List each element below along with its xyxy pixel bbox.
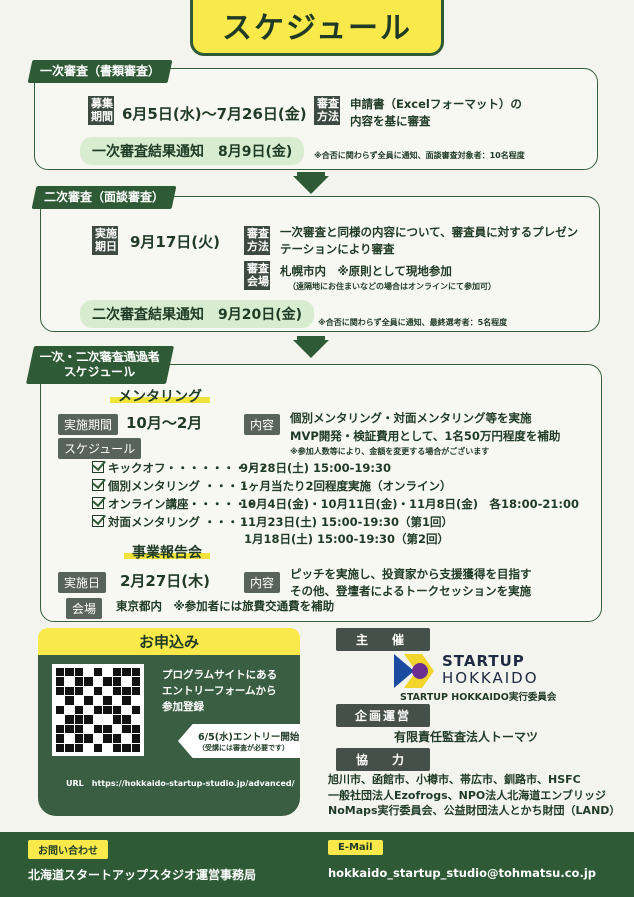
report-content-label: 内容 bbox=[244, 572, 281, 593]
stage1-method-line1: 申請書（Excelフォーマット）の bbox=[350, 97, 522, 111]
report-content-line2: その他、登壇者によるトークセッションを実施 bbox=[290, 584, 532, 598]
stage1-period: 6月5日(水)〜7月26日(金) bbox=[122, 105, 307, 123]
schedule-item-in-person: 対面メンタリング ・・・・ bbox=[92, 514, 250, 530]
coop-list: 旭川市、函館市、小樽市、帯広市、釧路市、HSFC 一般社団法人Ezofrogs、… bbox=[328, 773, 621, 818]
schedule-item-in-person-detail-2: 1月18日(土) 15:00-19:30（第2回） bbox=[244, 532, 450, 546]
schedule-item-individual-detail: 1ヶ月当たり2回程度実施（オンライン） bbox=[240, 479, 452, 493]
apply-heading: お申込み bbox=[38, 628, 300, 655]
arrow-down-icon bbox=[293, 176, 329, 194]
checkbox-icon bbox=[92, 479, 104, 491]
checkbox-icon bbox=[92, 461, 104, 473]
checkbox-icon bbox=[92, 515, 104, 527]
schedule-item-in-person-detail: 11月23日(土) 15:00-19:30（第1回） bbox=[240, 515, 454, 529]
email-link[interactable]: hokkaido_startup_studio@tohmatsu.co.jp bbox=[328, 866, 596, 880]
stage2-result: 二次審査結果通知 9月20日(金) bbox=[80, 300, 315, 328]
contact-label: お問い合わせ bbox=[28, 840, 108, 859]
mentoring-content-line1: 個別メンタリング・対面メンタリング等を実施 bbox=[290, 411, 532, 425]
report-content-line1: ピッチを実施し、投資家から支援獲得を目指す bbox=[290, 567, 532, 581]
report-heading: 事業報告会 bbox=[124, 542, 210, 562]
stage2-method-line1: 一次審査と同様の内容について、審査員に対するプレゼン bbox=[280, 225, 579, 239]
stage2-venue-note: （遠隔地にお住まいなどの場合はオンラインにて参加可） bbox=[288, 282, 496, 291]
schedule-item-kickoff-detail: 9月28日(土) 15:00-19:30 bbox=[240, 461, 392, 475]
stage1-note: ※合否に関わらず全員に通知、面談審査対象者：10名程度 bbox=[314, 151, 525, 160]
contact-name: 北海道スタートアップスタジオ運営事務局 bbox=[28, 868, 257, 882]
apply-url[interactable]: URL https://hokkaido-startup-studio.jp/a… bbox=[66, 779, 295, 788]
mentoring-content-label: 内容 bbox=[244, 414, 281, 435]
ops-label: 企画運営 bbox=[336, 704, 430, 727]
footer: お問い合わせ 北海道スタートアップスタジオ運営事務局 E-Mail hokkai… bbox=[0, 832, 634, 897]
stage2-method-label: 審査 方法 bbox=[244, 226, 270, 256]
arrow-down-icon bbox=[293, 340, 329, 358]
stage2-venue-label: 審査 会場 bbox=[244, 261, 270, 291]
report-venue-label: 会場 bbox=[66, 598, 103, 619]
mentoring-heading: メンタリング bbox=[110, 386, 210, 406]
host-name: STARTUP HOKKAIDO実行委員会 bbox=[400, 692, 557, 703]
email-label: E-Mail bbox=[328, 840, 383, 855]
schedule-item-online: オンライン講座・・・・・・ bbox=[92, 496, 258, 512]
stage1-result: 一次審査結果通知 8月9日(金) bbox=[80, 137, 305, 165]
startup-hokkaido-logo: STARTUP HOKKAIDO bbox=[394, 652, 604, 690]
coop-label: 協 力 bbox=[336, 748, 430, 771]
page-title: スケジュール bbox=[222, 11, 412, 46]
schedule-title-box: スケジュール bbox=[190, 0, 444, 56]
schedule-item-online-detail: 10月4日(金)・10月11日(金)・11月8日(金) 各18:00-21:00 bbox=[240, 497, 580, 511]
stage2-tag: 二次審査（面談審査） bbox=[31, 186, 177, 209]
stage2-note: ※合否に関わらず全員に通知、最終選考者：5名程度 bbox=[318, 318, 508, 327]
report-date-label: 実施日 bbox=[58, 572, 107, 593]
schedule-item-kickoff: キックオフ・・・・・・・・・ bbox=[92, 460, 269, 476]
mentoring-period-label: 実施期間 bbox=[58, 414, 119, 435]
logo-text-line2: HOKKAIDO bbox=[442, 669, 539, 687]
stage3-panel bbox=[40, 364, 602, 622]
qr-code[interactable] bbox=[52, 664, 144, 756]
stage1-period-label: 募集 期間 bbox=[88, 96, 114, 126]
report-date: 2月27日(木) bbox=[120, 572, 211, 590]
entry-start-badge: 6/5(水)エントリー開始 （受講には審査が必要です） bbox=[178, 724, 300, 758]
schedule-item-individual: 個別メンタリング ・・・・ bbox=[92, 478, 250, 494]
checkbox-icon bbox=[92, 497, 104, 509]
logo-text-line1: STARTUP bbox=[442, 652, 525, 670]
apply-box: お申込み プログラムサイトにある エントリーフォームから 参加登録 6/5(水)… bbox=[38, 628, 300, 816]
stage1-method-label: 審査 方法 bbox=[314, 96, 340, 126]
mentoring-content-line2: MVP開発・検証費用として、1名50万円程度を補助 bbox=[290, 429, 561, 443]
stage3-tag: 一次・二次審査通過者スケジュール bbox=[25, 346, 175, 384]
stage1-tag: 一次審査（書類審査） bbox=[27, 60, 173, 83]
arrow-bar bbox=[297, 336, 325, 340]
apply-instructions: プログラムサイトにある エントリーフォームから 参加登録 bbox=[162, 669, 278, 713]
stage2-date-label: 実施 期日 bbox=[92, 226, 118, 256]
stage2-method-line2: テーションにより審査 bbox=[280, 242, 395, 256]
logo-mark-icon bbox=[394, 654, 434, 688]
ops-name: 有限責任監査法人トーマツ bbox=[394, 730, 539, 744]
mentoring-content-note: ※参加人数等により、金額を変更する場合がございます bbox=[290, 447, 490, 456]
report-venue: 東京都内 ※参加者には旅費交通費を補助 bbox=[116, 599, 335, 613]
arrow-bar bbox=[297, 172, 325, 176]
mentoring-period: 10月〜2月 bbox=[126, 414, 203, 432]
stage2-date: 9月17日(火) bbox=[130, 233, 221, 251]
stage2-venue: 札幌市内 ※原則として現地参加 bbox=[280, 264, 452, 278]
schedule-label: スケジュール bbox=[58, 438, 142, 459]
stage1-method-line2: 内容を基に審査 bbox=[350, 114, 431, 128]
host-label: 主 催 bbox=[336, 628, 430, 651]
